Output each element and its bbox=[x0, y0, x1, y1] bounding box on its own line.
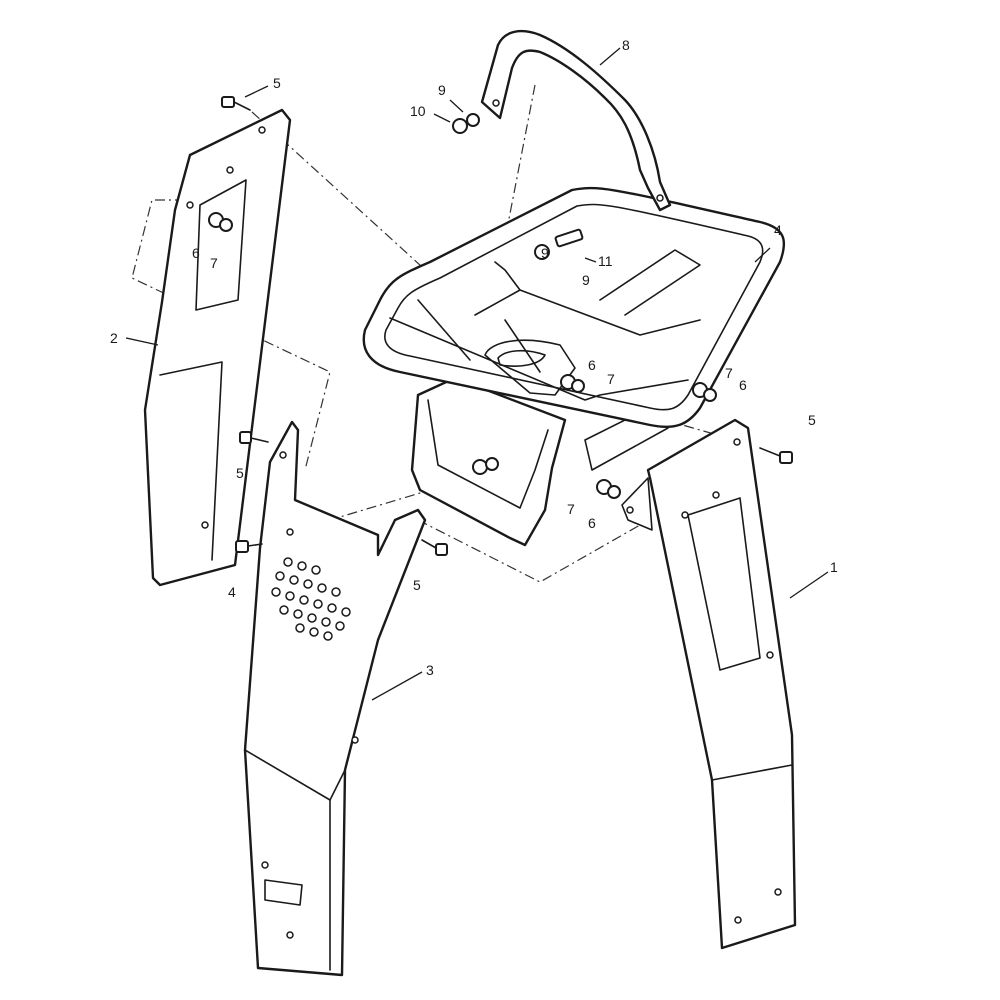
callout-9: 9 bbox=[438, 82, 446, 98]
callout-7: 7 bbox=[567, 501, 575, 517]
part-4-handle-frame bbox=[362, 186, 785, 429]
vent-holes bbox=[271, 557, 351, 641]
callout-9: 9 bbox=[541, 245, 549, 261]
bolt-5-left-mid bbox=[239, 431, 269, 444]
callout-4: 4 bbox=[774, 222, 782, 238]
callout-8: 8 bbox=[622, 37, 630, 53]
callout-9: 9 bbox=[582, 272, 590, 288]
nut-9-center bbox=[472, 457, 499, 475]
part-1-right-leg-plate bbox=[621, 418, 797, 950]
bolt-4-left-low bbox=[235, 540, 263, 553]
callout-5: 5 bbox=[236, 465, 244, 481]
nut-7-left-panel bbox=[208, 212, 233, 232]
callout-4: 4 bbox=[228, 584, 236, 600]
bolt-5-top-left bbox=[221, 96, 251, 111]
callout-5: 5 bbox=[413, 577, 421, 593]
leader-lines bbox=[125, 47, 829, 701]
nut-10-washer-9-top bbox=[452, 113, 480, 134]
callout-7: 7 bbox=[607, 371, 615, 387]
callouts: 1 2 3 4 4 5 5 5 5 6 6 6 6 7 7 7 7 8 9 9 … bbox=[110, 37, 838, 678]
part-2-left-side-panel bbox=[143, 108, 292, 587]
callout-1: 1 bbox=[830, 559, 838, 575]
fasteners bbox=[208, 96, 793, 556]
callout-11: 11 bbox=[598, 253, 613, 269]
callout-2: 2 bbox=[110, 330, 118, 346]
callout-6: 6 bbox=[739, 377, 747, 393]
callout-7: 7 bbox=[210, 255, 218, 271]
bolt-11-washer-9 bbox=[534, 228, 584, 260]
callout-6: 6 bbox=[192, 245, 200, 261]
bolt-5-right bbox=[759, 447, 793, 464]
callout-6: 6 bbox=[588, 515, 596, 531]
callout-6: 6 bbox=[588, 357, 596, 373]
part-8-grab-handle bbox=[480, 29, 672, 212]
part-3-front-leg-plate bbox=[243, 420, 427, 977]
nut-6-7-right-upper bbox=[692, 382, 717, 402]
callout-5: 5 bbox=[808, 412, 816, 428]
callout-3: 3 bbox=[426, 662, 434, 678]
bolt-5-center-low bbox=[421, 539, 448, 556]
callout-7: 7 bbox=[725, 365, 733, 381]
nut-6-7-center bbox=[560, 374, 585, 393]
nut-6-7-right-lower bbox=[596, 479, 621, 499]
callout-10: 10 bbox=[410, 103, 426, 119]
callout-5: 5 bbox=[273, 75, 281, 91]
